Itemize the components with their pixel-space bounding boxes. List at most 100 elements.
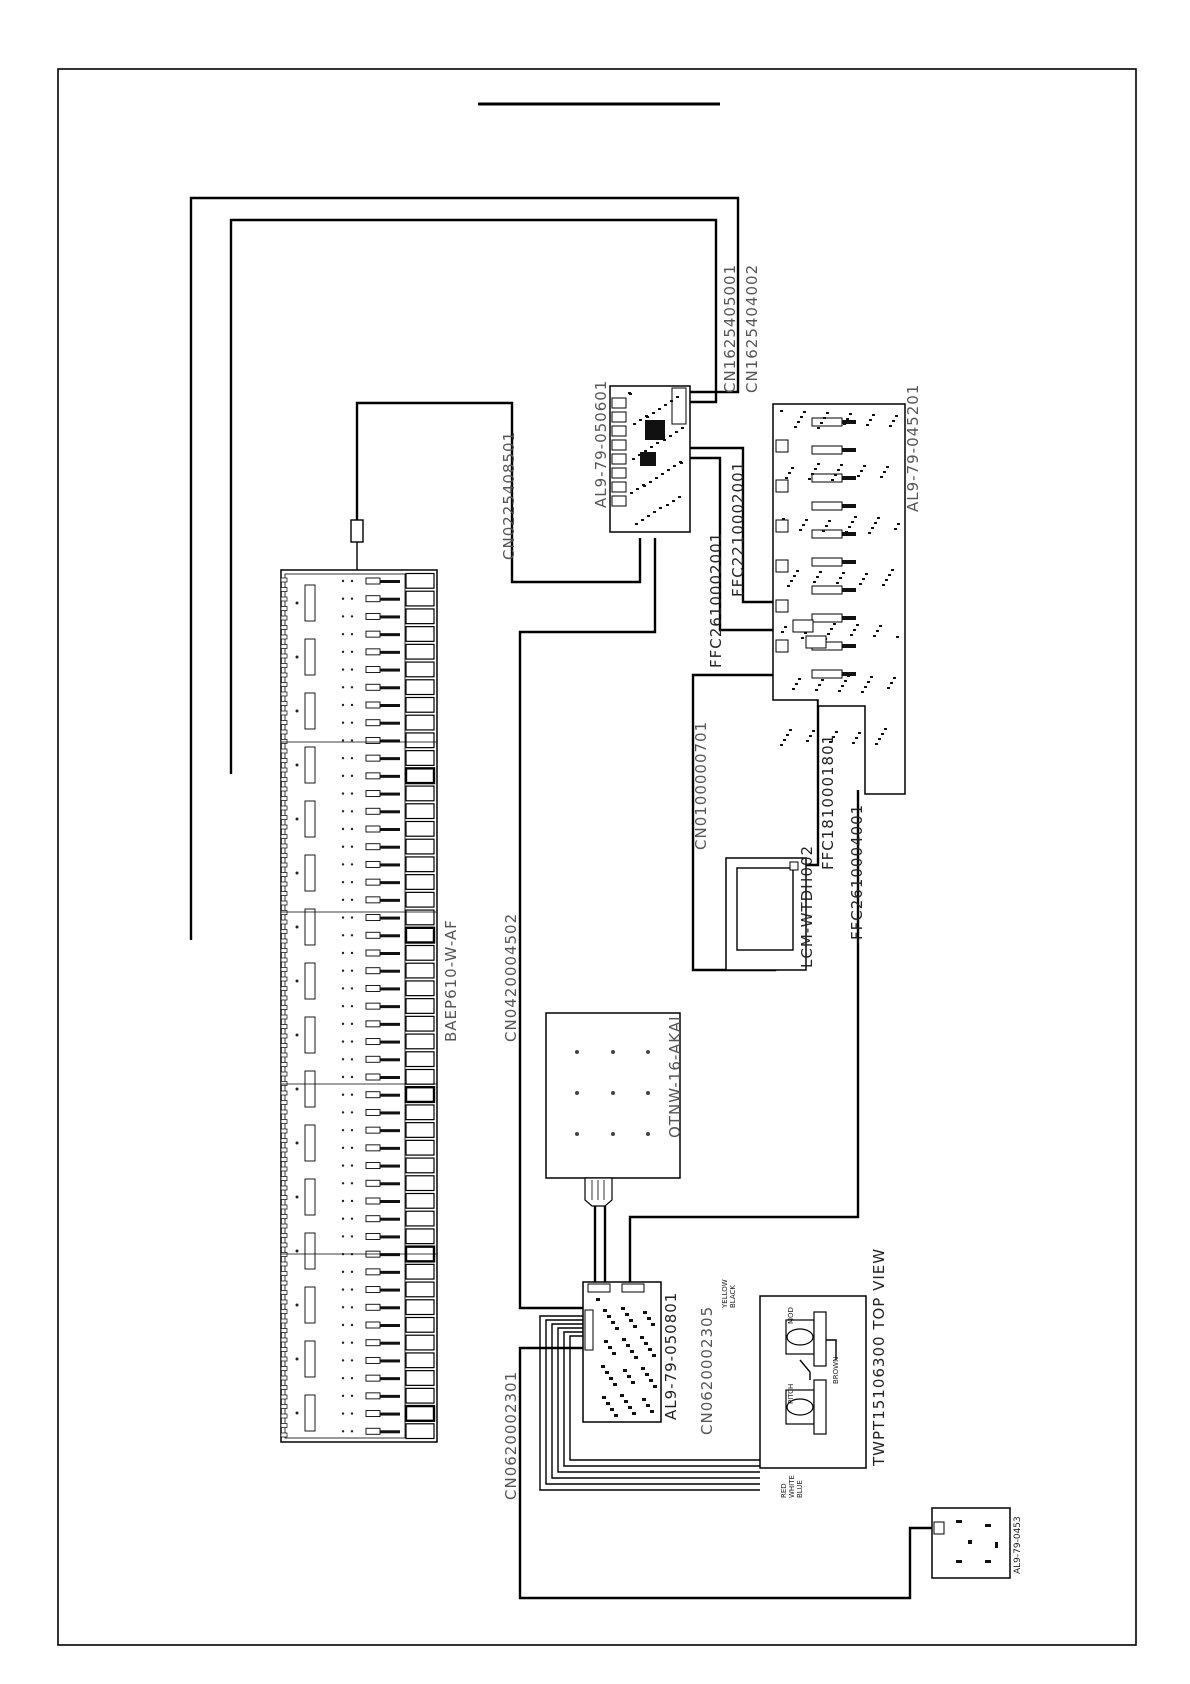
key-dot <box>350 668 354 671</box>
key-dot <box>341 792 345 795</box>
right-board-component <box>785 477 788 479</box>
key-dot <box>350 898 354 902</box>
key <box>405 1033 435 1050</box>
key-dot <box>350 579 354 583</box>
key <box>405 1263 435 1280</box>
keybed-tooth <box>280 1195 288 1200</box>
key-dot <box>350 597 354 600</box>
key-contact <box>365 736 381 744</box>
key-contact <box>380 1377 400 1381</box>
right-board-component <box>803 411 806 413</box>
lower-board-component <box>621 1307 625 1310</box>
key-contact <box>365 790 381 798</box>
key-contact <box>380 668 400 672</box>
label-ffc1810001801: FFC1810001801 <box>819 734 837 870</box>
keybed-tooth <box>280 653 288 659</box>
right-board-component <box>832 736 835 738</box>
lower-board-component <box>649 1379 653 1382</box>
lower-board-component <box>653 1385 657 1388</box>
key-dot <box>295 1087 299 1091</box>
right-board-component <box>842 560 856 564</box>
key-dot <box>295 1033 299 1037</box>
right-board-component <box>875 743 878 745</box>
key-dot <box>341 739 345 742</box>
key-contact <box>380 792 400 796</box>
right-board-component <box>806 740 809 742</box>
right-board-component <box>827 633 830 635</box>
right-board-component <box>817 427 820 429</box>
key-dot <box>350 1323 354 1327</box>
keybed-tooth <box>280 976 288 982</box>
key <box>405 1299 435 1316</box>
key-dot <box>350 827 354 831</box>
key-contact <box>380 845 400 849</box>
key <box>405 590 435 607</box>
main-board-component <box>643 485 646 487</box>
lower-board-component <box>603 1309 607 1312</box>
right-board-component <box>820 422 823 424</box>
main-board-component <box>630 492 633 494</box>
main-board-connector <box>671 387 687 425</box>
main-board-component <box>641 519 644 521</box>
keybed-tooth <box>280 1404 288 1409</box>
right-board-component <box>801 637 804 639</box>
right-board-component <box>862 578 865 580</box>
key-contact <box>365 666 381 674</box>
main-board-component <box>635 523 638 525</box>
lower-board-component <box>607 1315 611 1318</box>
right-board-component <box>836 582 839 584</box>
key-contact <box>380 1270 400 1274</box>
lower-board-component <box>620 1394 624 1397</box>
right-board-component <box>857 475 860 477</box>
right-board-component <box>874 522 877 524</box>
key-dot <box>350 1199 354 1203</box>
keybed-tooth <box>280 986 288 991</box>
right-board-component <box>837 469 840 471</box>
label-ffc2210002001: FFC2210002001 <box>729 461 747 597</box>
key-dot <box>341 1359 345 1362</box>
right-board-component <box>855 737 858 739</box>
right-board-component <box>802 524 805 526</box>
right-board-component <box>813 581 816 583</box>
keybed-tooth <box>280 1043 288 1048</box>
right-board-component <box>856 624 859 626</box>
key <box>405 803 435 820</box>
keybed-tooth <box>280 910 288 915</box>
key-contact <box>365 878 381 886</box>
right-board-component <box>809 735 812 737</box>
right-board-component <box>840 464 843 466</box>
key-contact <box>380 1288 400 1292</box>
key-dot <box>295 817 299 821</box>
keybed-tooth <box>280 862 288 868</box>
right-board-component <box>859 583 862 585</box>
lower-board-connector <box>621 1283 645 1293</box>
key-dot <box>350 969 354 972</box>
keybed-tooth <box>280 672 288 678</box>
keybed-tooth <box>280 1375 288 1381</box>
keybed-tooth <box>280 1252 288 1257</box>
label-wheel: TWPT15106300 TOP VIEW <box>870 1248 888 1467</box>
keybed-tooth <box>280 729 288 735</box>
right-board-component <box>831 479 834 481</box>
key-contact <box>380 969 400 973</box>
key-contact <box>365 683 381 691</box>
keybed-tooth <box>280 606 288 611</box>
right-board-component <box>888 574 891 576</box>
main-board-component <box>673 465 676 467</box>
right-board-connector <box>805 635 827 649</box>
key-contact <box>365 914 381 922</box>
key-contact <box>365 1392 381 1400</box>
key-contact <box>365 1055 381 1063</box>
key <box>405 1370 435 1386</box>
key-dot <box>341 898 345 902</box>
key-contact <box>365 843 381 851</box>
key-dot <box>341 1306 345 1309</box>
key-dot <box>350 1093 354 1096</box>
main-board-component <box>632 458 635 460</box>
key <box>405 732 435 749</box>
main-board-jack <box>611 481 627 493</box>
keybed-tooth <box>280 1024 288 1029</box>
key-dot <box>341 632 345 636</box>
keybed-tooth <box>280 1223 288 1229</box>
key-contact <box>365 1038 381 1046</box>
